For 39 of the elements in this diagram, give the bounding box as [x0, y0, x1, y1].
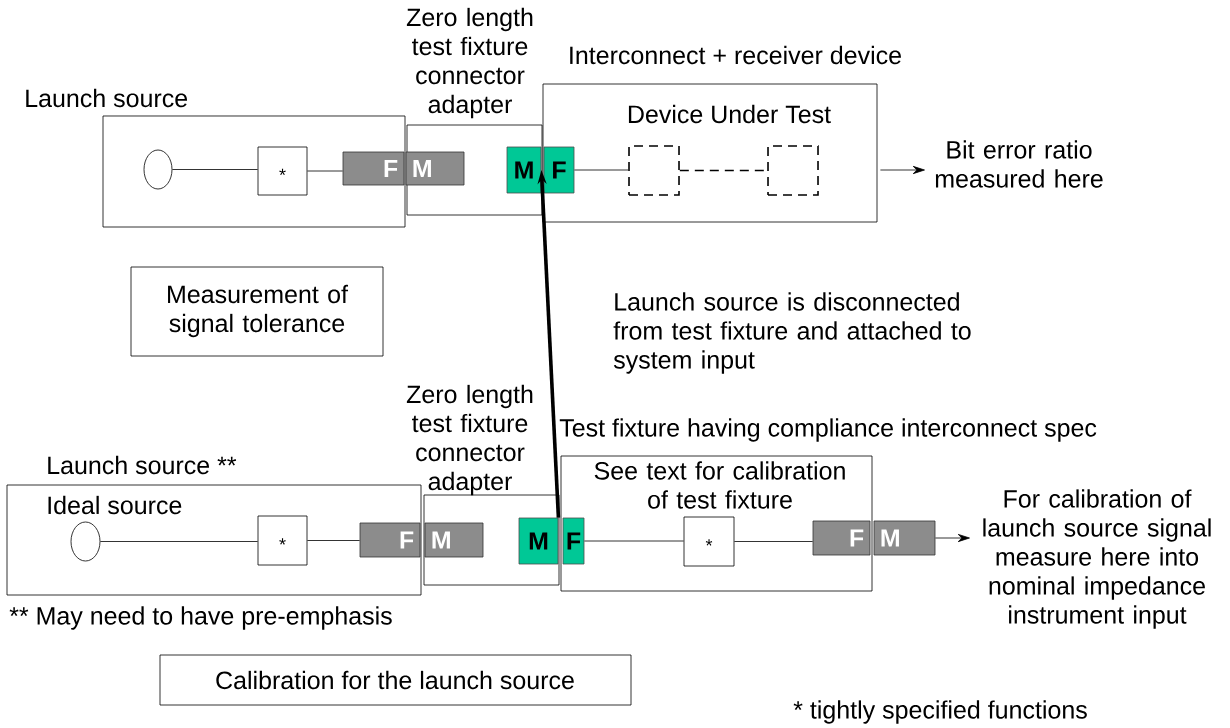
- function-box: *: [257, 515, 308, 566]
- connector-line: [307, 170, 343, 172]
- box-heading: Launch source: [26, 88, 188, 108]
- dashed-box: [767, 145, 819, 196]
- annotation-text: For calibration of launch source signal measure here into nominal impedance instrument input: [983, 489, 1211, 629]
- connector-line: [734, 541, 813, 542]
- arrow: [880, 165, 925, 175]
- ellipse: [70, 521, 101, 562]
- note-text: * tightly specified functions: [793, 700, 1087, 724]
- connector-line: [307, 540, 360, 541]
- connector-block: M: [518, 517, 559, 565]
- dashed-box: [628, 145, 680, 196]
- arrow: [935, 534, 970, 543]
- connector-block: M: [405, 151, 465, 186]
- connector-block: M: [506, 146, 542, 194]
- note-text: ** May need to have pre-emphasis: [9, 606, 392, 630]
- connector-line: [100, 541, 258, 542]
- connector-block: F: [543, 146, 575, 194]
- connector-line: [172, 169, 258, 170]
- connector-line: [584, 540, 684, 542]
- box-heading: Interconnect + receiver device: [570, 45, 901, 65]
- connector-line: [574, 169, 629, 171]
- connector-block: F: [812, 520, 871, 556]
- box-heading: Launch source **: [48, 455, 237, 475]
- function-box: *: [257, 146, 308, 196]
- outlined-box: Measurement of signal tolerance: [130, 266, 384, 357]
- ellipse: [143, 149, 173, 190]
- note-text: Launch source is disconnected from test fixture and attached to system input: [613, 292, 971, 374]
- box-heading: Zero length test fixture connector adapter: [406, 7, 533, 119]
- connector-block: F: [562, 517, 585, 565]
- connector-block: M: [424, 522, 484, 558]
- connector-block: F: [342, 151, 405, 186]
- box-heading: Zero length test fixture connector adapter: [406, 384, 533, 496]
- box-heading: Test fixture having compliance interconnect spec: [559, 418, 1097, 442]
- annotation-text: Bit error ratio measured here: [935, 140, 1103, 188]
- function-box: *: [683, 516, 735, 567]
- outlined-box: Calibration for the launch source: [159, 654, 632, 706]
- connector-block: F: [359, 522, 421, 558]
- connector-block: M: [873, 520, 936, 556]
